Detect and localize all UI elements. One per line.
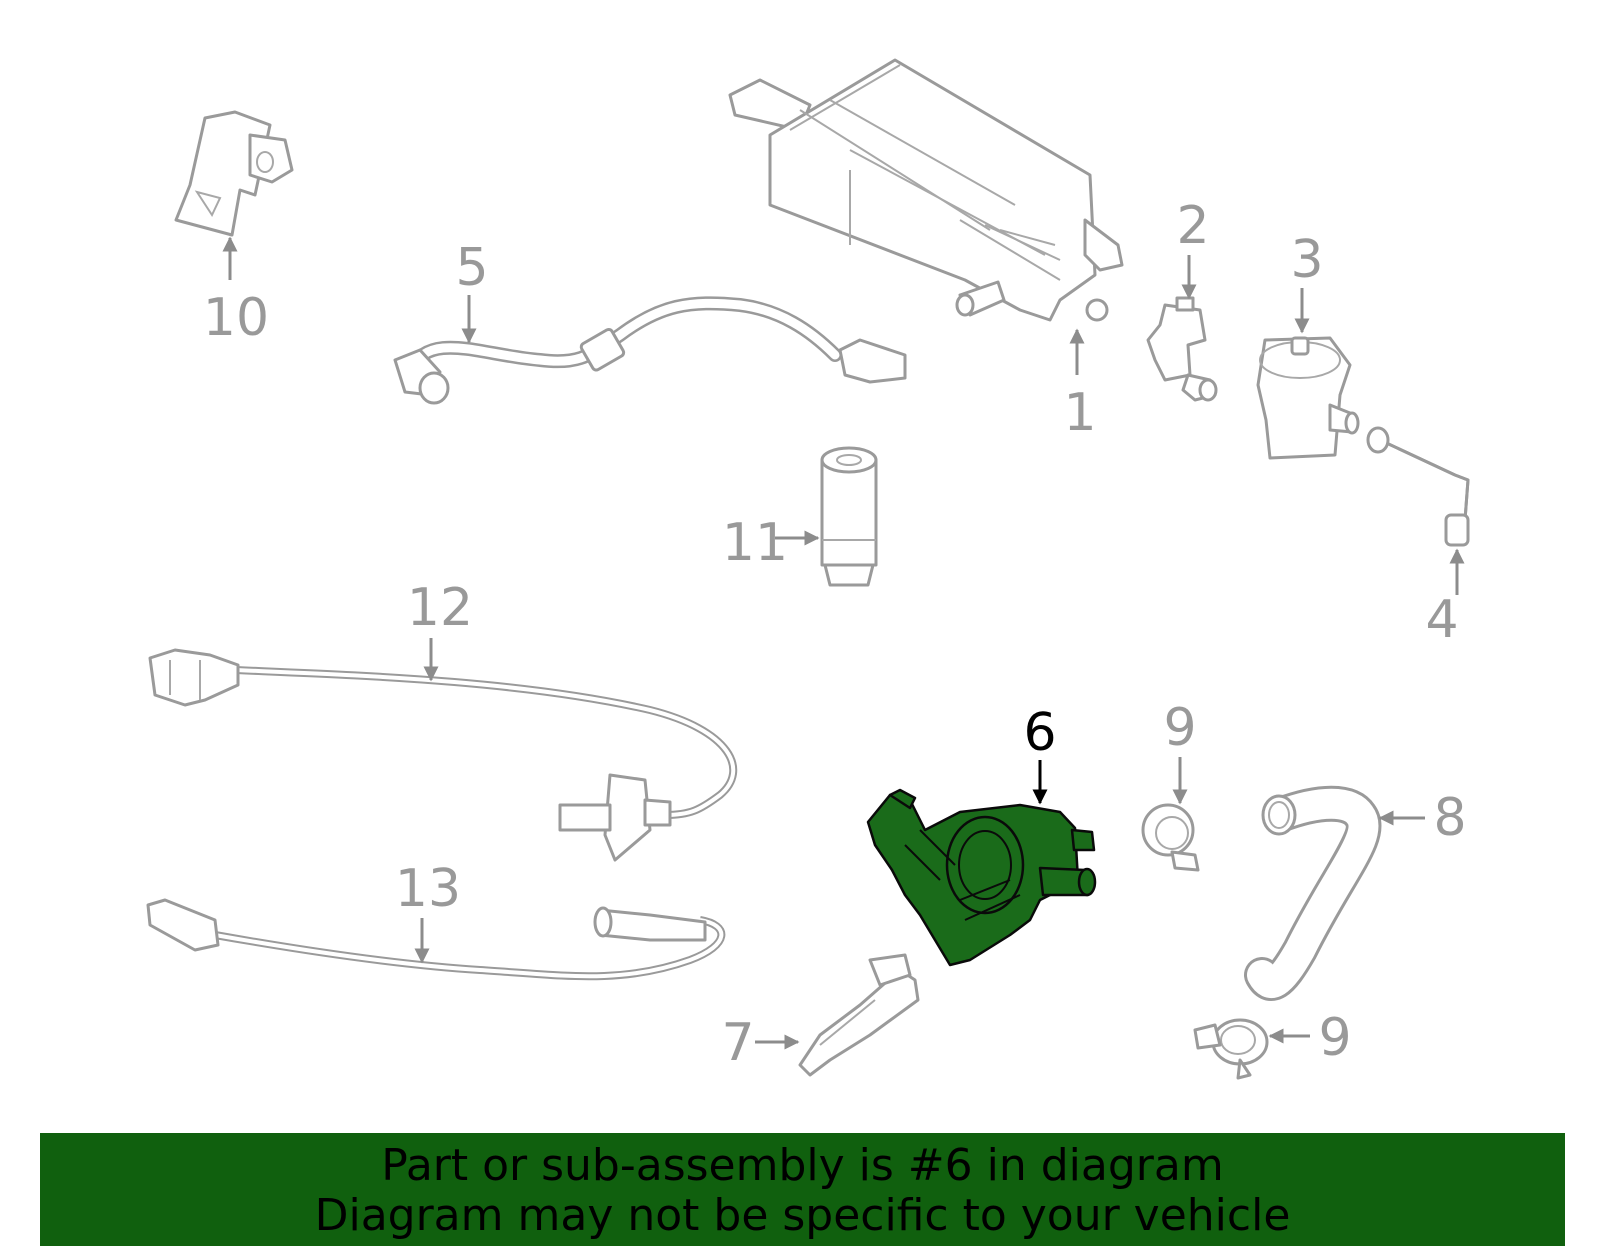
- callout-7: 7: [721, 1013, 754, 1073]
- part-1-canister[interactable]: [728, 58, 1124, 322]
- part-6-purge-solenoid[interactable]: [866, 788, 1097, 967]
- parts-diagram: 10 5 1 2 3 4 11 12 13 6 9 8 7 9: [146, 58, 1470, 1080]
- part-9-clip-upper[interactable]: [1141, 803, 1200, 872]
- part-9-clip-lower[interactable]: [1193, 1018, 1269, 1080]
- part-4-hose[interactable]: [1366, 426, 1470, 547]
- callout-2: 2: [1176, 196, 1209, 256]
- part-10-sensor[interactable]: [174, 110, 294, 237]
- part-8-hose[interactable]: [1244, 785, 1382, 1001]
- callout-1: 1: [1063, 383, 1096, 443]
- callout-13: 13: [395, 859, 461, 919]
- part-13-o2-sensor[interactable]: [146, 898, 726, 981]
- callout-9-lower: 9: [1318, 1008, 1351, 1068]
- part-3-pump[interactable]: [1256, 336, 1360, 460]
- part-7-bracket[interactable]: [798, 953, 920, 1077]
- banner-line-1: Part or sub-assembly is #6 in diagram: [381, 1140, 1224, 1191]
- callout-4: 4: [1425, 590, 1458, 650]
- callout-8: 8: [1433, 788, 1466, 848]
- part-11-filter[interactable]: [820, 446, 878, 587]
- part-5-hose[interactable]: [393, 296, 907, 405]
- callout-10: 10: [203, 288, 269, 348]
- banner-line-2: Diagram may not be specific to your vehi…: [314, 1190, 1291, 1241]
- callout-3: 3: [1290, 230, 1323, 290]
- info-banner: Part or sub-assembly is #6 in diagram Di…: [40, 1133, 1565, 1246]
- part-12-o2-sensor[interactable]: [148, 648, 738, 862]
- callout-5: 5: [455, 238, 488, 298]
- callout-9-upper: 9: [1163, 698, 1196, 758]
- callout-6: 6: [1023, 703, 1056, 763]
- callout-11: 11: [722, 513, 788, 573]
- callout-12: 12: [407, 578, 473, 638]
- part-2-valve[interactable]: [1146, 296, 1218, 402]
